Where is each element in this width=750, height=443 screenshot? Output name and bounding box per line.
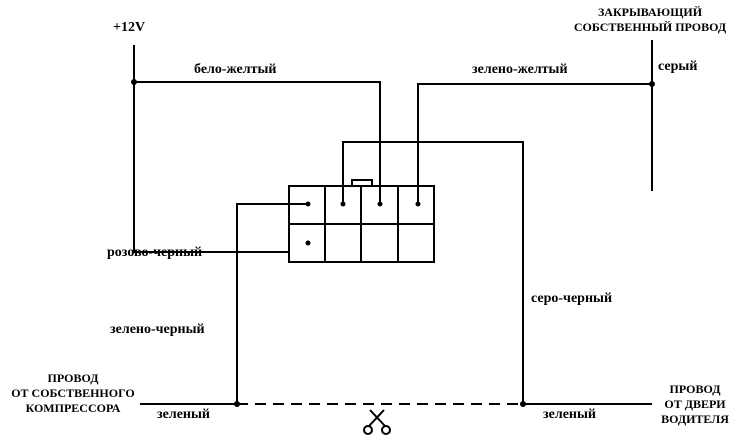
- label-green-black: зелено-черный: [110, 322, 205, 337]
- connector-latch: [351, 179, 373, 187]
- label-green-right: зеленый: [543, 407, 596, 422]
- scissors-icon: [363, 409, 391, 435]
- junction-dot: [234, 401, 240, 407]
- label-left-wire-2: ОТ СОБСТВЕННОГО: [11, 386, 135, 400]
- wire-white-yellow: [134, 81, 381, 204]
- label-plus12v: +12V: [113, 20, 145, 35]
- label-right-wire-3: ВОДИТЕЛЯ: [661, 412, 729, 426]
- label-right-wire-1: ПРОВОД: [670, 382, 722, 396]
- pin-dot: [377, 201, 383, 207]
- wire-green-black: [236, 203, 308, 404]
- label-right-wire-2: ОТ ДВЕРИ: [664, 397, 726, 411]
- label-green-yellow: зелено-желтый: [472, 62, 568, 77]
- label-left-wire-3: КОМПРЕССОРА: [26, 401, 121, 415]
- pin-dot: [305, 240, 311, 246]
- pin-dot: [415, 201, 421, 207]
- label-gray: серый: [658, 59, 697, 74]
- label-closing-wire-1: ЗАКРЫВАЮЩИЙ: [598, 5, 703, 19]
- wire-green-yellow: [417, 83, 652, 204]
- pin-dot: [340, 201, 346, 207]
- wire-gray-black: [342, 141, 524, 404]
- label-left-wire-1: ПРОВОД: [48, 371, 100, 385]
- label-gray-black: серо-черный: [531, 291, 612, 306]
- label-pink-black: розово-черный: [107, 245, 202, 260]
- pin-dot: [305, 201, 311, 207]
- label-closing-wire-2: СОБСТВЕННЫЙ ПРОВОД: [574, 20, 727, 34]
- label-green-left: зеленый: [157, 407, 210, 422]
- junction-dot: [520, 401, 526, 407]
- junction-dot: [131, 79, 137, 85]
- junction-dot: [649, 81, 655, 87]
- label-white-yellow: бело-желтый: [194, 62, 276, 77]
